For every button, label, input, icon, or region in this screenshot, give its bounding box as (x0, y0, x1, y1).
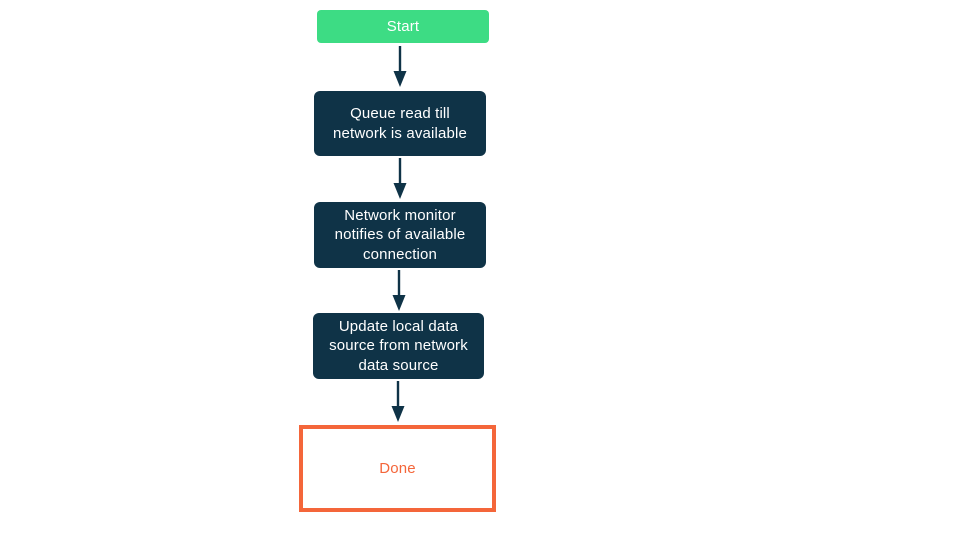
flow-node-start[interactable]: Start (317, 10, 489, 43)
flow-node-queue-read[interactable]: Queue read till network is available (314, 91, 486, 156)
flow-node-done-label: Done (379, 459, 416, 477)
flow-edge-update-local-data-source-to-done (390, 381, 406, 423)
flow-node-done[interactable]: Done (299, 425, 496, 512)
flow-node-queue-read-label: Queue read till network is available (333, 105, 467, 142)
flow-node-network-monitor-label: Network monitor notifies of available co… (334, 206, 466, 263)
flow-edge-network-monitor-to-update-local-data-source (391, 270, 407, 312)
flow-edge-start-to-queue-read (392, 46, 408, 88)
flow-node-start-label: Start (386, 17, 420, 35)
flow-node-update-local-data-source-label: Update local data source from network da… (329, 317, 468, 374)
flow-edge-queue-read-to-network-monitor (392, 158, 408, 200)
flow-node-update-local-data-source[interactable]: Update local data source from network da… (313, 313, 484, 379)
flow-node-network-monitor[interactable]: Network monitor notifies of available co… (314, 202, 486, 268)
